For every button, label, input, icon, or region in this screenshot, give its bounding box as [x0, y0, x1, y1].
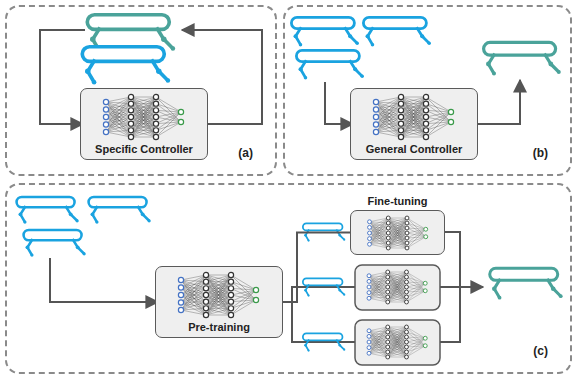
connector — [283, 233, 350, 303]
controller-box: General Controller — [350, 88, 478, 160]
controller-box: Pre-training — [155, 266, 283, 338]
box-label: Pre-training — [156, 321, 282, 334]
panel: (c) Pre-training Fine-tuning — [5, 183, 572, 374]
box-label: Fine-tuning — [351, 195, 444, 208]
panel-label: (b) — [533, 147, 548, 160]
panel-label: (a) — [238, 147, 253, 160]
box-label: General Controller — [351, 143, 477, 156]
finetune-boxes — [355, 265, 440, 365]
neural-net — [360, 214, 435, 252]
flow-arrows — [40, 30, 520, 342]
neural-net — [169, 270, 269, 320]
panel: (b) General Controller — [283, 5, 572, 176]
panel-label: (c) — [533, 345, 548, 358]
finetune-box: Fine-tuning — [350, 210, 445, 255]
neural-net — [364, 92, 464, 142]
controller-box: Specific Controller — [80, 88, 208, 160]
neural-net — [94, 92, 194, 142]
box-label: Specific Controller — [81, 143, 207, 156]
panel: (a) Specific Controller — [5, 5, 277, 176]
